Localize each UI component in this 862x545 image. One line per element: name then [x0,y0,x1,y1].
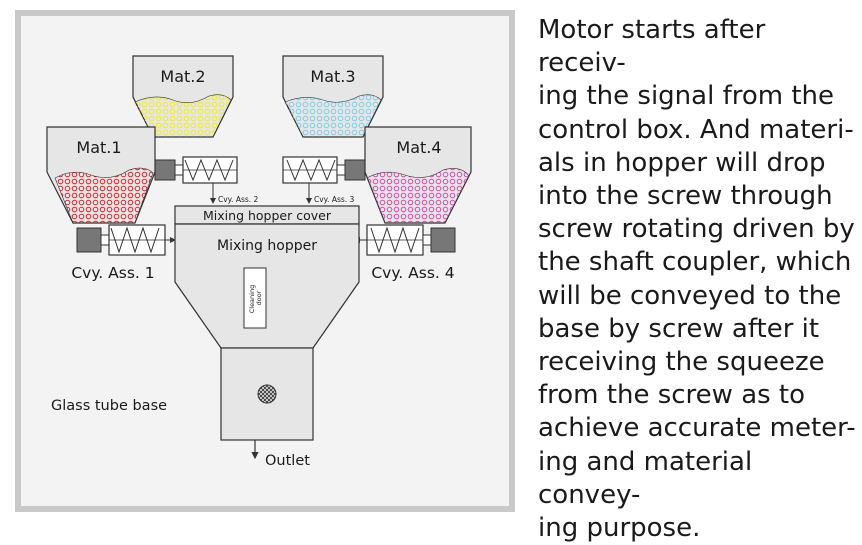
description-line: will be conveyed to the [538,280,842,311]
base-body [220,347,314,441]
conveyor-2: Cvy. Ass. 2 [154,156,259,204]
material-fill-1 [54,167,154,224]
material-fill-2 [134,94,232,138]
description-line: ing purpose. [538,513,701,544]
conveyor-1: Cvy. Ass. 1 [71,224,176,282]
conveyor-3: Cvy. Ass. 3 [282,156,366,204]
hopper-mat-2: Mat.2 [132,55,234,138]
description-line: ing the signal from the [538,81,835,112]
hopper-mat-3: Mat.3 [282,55,384,138]
mixing-hopper-cover-label: Mixing hopper cover [203,208,332,223]
glass-tube-base: Glass tube base Outlet [51,347,314,469]
description-line: ing and material convey- [538,446,753,510]
conveyor-label-2: Cvy. Ass. 2 [218,195,259,204]
description-line: into the screw through [538,181,833,212]
conveyor-label-1: Cvy. Ass. 1 [71,264,154,282]
description-line: screw rotating driven by [538,214,855,245]
description-line: control box. And materi- [538,114,854,145]
hopper-label-mat-4: Mat.4 [396,138,441,157]
cleaning-door-label: Cleaning door [248,283,263,314]
material-fill-3 [284,94,382,138]
conveyor-4: Cvy. Ass. 4 [354,224,456,282]
hopper-mat-4: Mat.4 [364,126,472,224]
mixing-hopper-label: Mixing hopper [217,238,317,254]
outlet-label: Outlet [265,453,310,469]
description-line: achieve accurate meter- [538,413,856,444]
description-line: als in hopper will drop [538,147,826,178]
hopper-mat-1: Mat.1 [46,126,156,224]
description-line: Motor starts after receiv- [538,15,766,79]
cleaning-door [243,267,267,329]
description-text: Motor starts after receiv-ing the signal… [538,14,856,545]
conveyor-label-4: Cvy. Ass. 4 [371,264,454,282]
description-line: the shaft coupler, which [538,247,852,278]
conveyor-label-3: Cvy. Ass. 3 [314,195,355,204]
feeder-diagram: Mat.2 Cvy. Ass. 2 Mat.3 Cvy. Ass. 3 Mat.… [15,10,515,512]
material-fill-4 [366,168,470,224]
sight-glass [257,384,277,404]
motor-2 [154,159,176,181]
hopper-label-mat-2: Mat.2 [160,67,205,86]
motor-1 [76,227,102,253]
mixing-hopper: Mixing hopper cover Mixing hopper Cleani… [174,205,360,349]
motor-3 [344,159,366,181]
hopper-label-mat-3: Mat.3 [310,67,355,86]
description-line: from the screw as to [538,380,806,411]
description-line: receiving the squeeze [538,347,825,378]
glass-tube-base-label: Glass tube base [51,398,167,414]
motor-4 [430,227,456,253]
description-line: base by screw after it [538,313,820,344]
hopper-label-mat-1: Mat.1 [76,138,121,157]
